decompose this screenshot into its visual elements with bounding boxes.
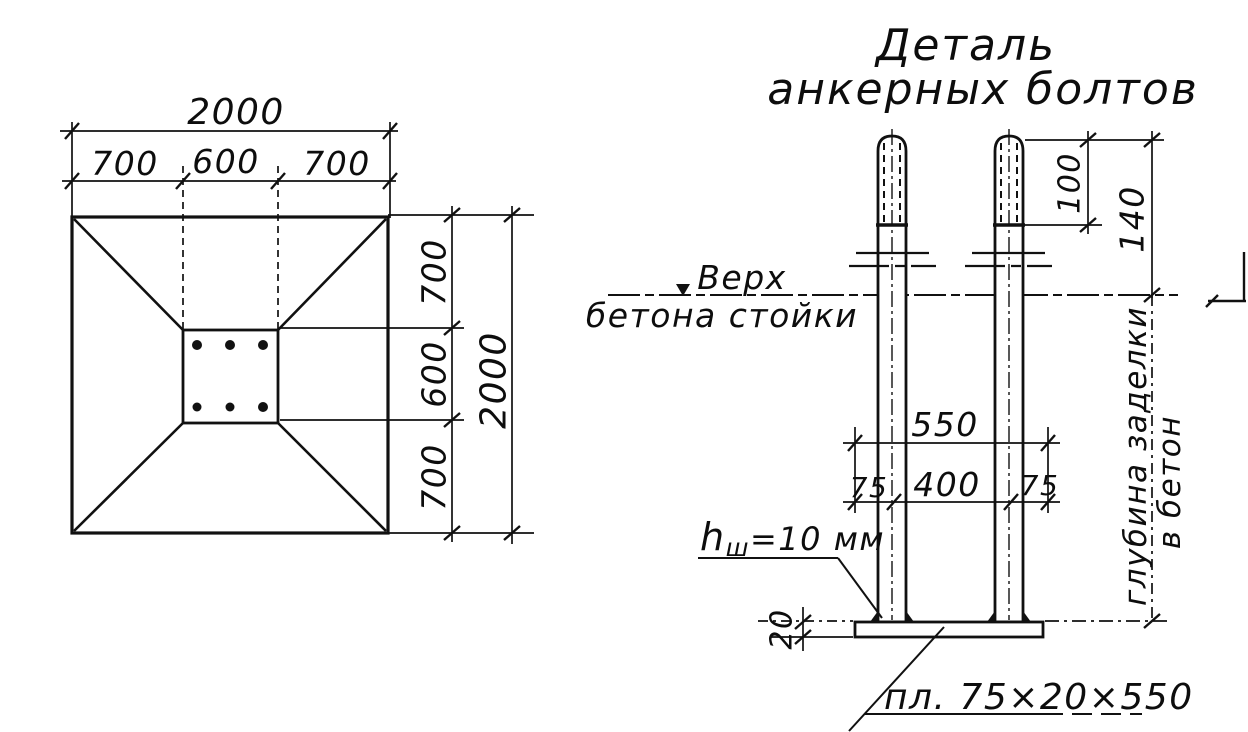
anchor-bolt-right <box>993 129 1025 624</box>
detail-title-line2: анкерных болтов <box>767 64 1199 115</box>
plan-pyramid-edges <box>73 218 387 532</box>
embed-depth-line2: в бетон <box>1152 415 1188 549</box>
plan-height-seg-dim: 700 <box>415 443 454 511</box>
embed-depth-line1: глубина заделки <box>1118 306 1154 606</box>
level-mark-icon <box>676 284 690 296</box>
plate-width-dim: 550 <box>911 405 979 444</box>
bolt-template-lines <box>849 251 1052 268</box>
dimension-ticks <box>64 122 1219 645</box>
plan-width-seg-dim: 700 <box>91 144 159 183</box>
level-label-line1: Верх <box>697 258 786 297</box>
plan-bolt-holes <box>192 340 268 412</box>
plan-width-seg-dim: 600 <box>192 142 260 181</box>
plan-height-seg-dim: 700 <box>415 238 454 306</box>
weld-fillets <box>870 611 1031 622</box>
plan-width-seg-dim: 700 <box>303 144 371 183</box>
detail-title-line1: Деталь <box>874 20 1056 71</box>
plate-thickness-dim: 20 <box>765 608 800 649</box>
plan-height-seg-dim: 600 <box>415 340 454 408</box>
weld-symbol-sub: ш <box>726 533 750 562</box>
foundation-plan-view <box>70 215 390 535</box>
weld-symbol-value: =10 мм <box>750 520 885 558</box>
plan-width-total-dim: 2000 <box>187 92 285 133</box>
level-label-line2: бетона стойки <box>586 296 858 335</box>
plate-callout: пл. 75×20×550 <box>884 677 1194 718</box>
anchor-bolt-left <box>876 129 908 624</box>
plate-leader <box>848 626 1142 732</box>
plan-dimension-lines <box>60 122 534 544</box>
edge-left-dim: 75 <box>850 471 889 504</box>
section-corner-mark <box>1208 252 1246 303</box>
base-plate <box>853 620 1045 639</box>
plan-height-total-dim: 2000 <box>474 331 515 429</box>
weld-callout: hш=10 мм <box>700 515 885 562</box>
plan-outer-square <box>70 215 390 535</box>
weld-leader <box>698 557 883 619</box>
thread-length-dim: 100 <box>1053 152 1088 214</box>
detail-dimension-lines <box>758 131 1170 651</box>
plan-anchor-plate <box>181 328 280 425</box>
bolt-spacing-dim: 400 <box>913 465 981 504</box>
projection-dim: 140 <box>1113 185 1152 253</box>
weld-symbol-base: h <box>700 515 726 559</box>
edge-right-dim: 75 <box>1021 469 1060 502</box>
